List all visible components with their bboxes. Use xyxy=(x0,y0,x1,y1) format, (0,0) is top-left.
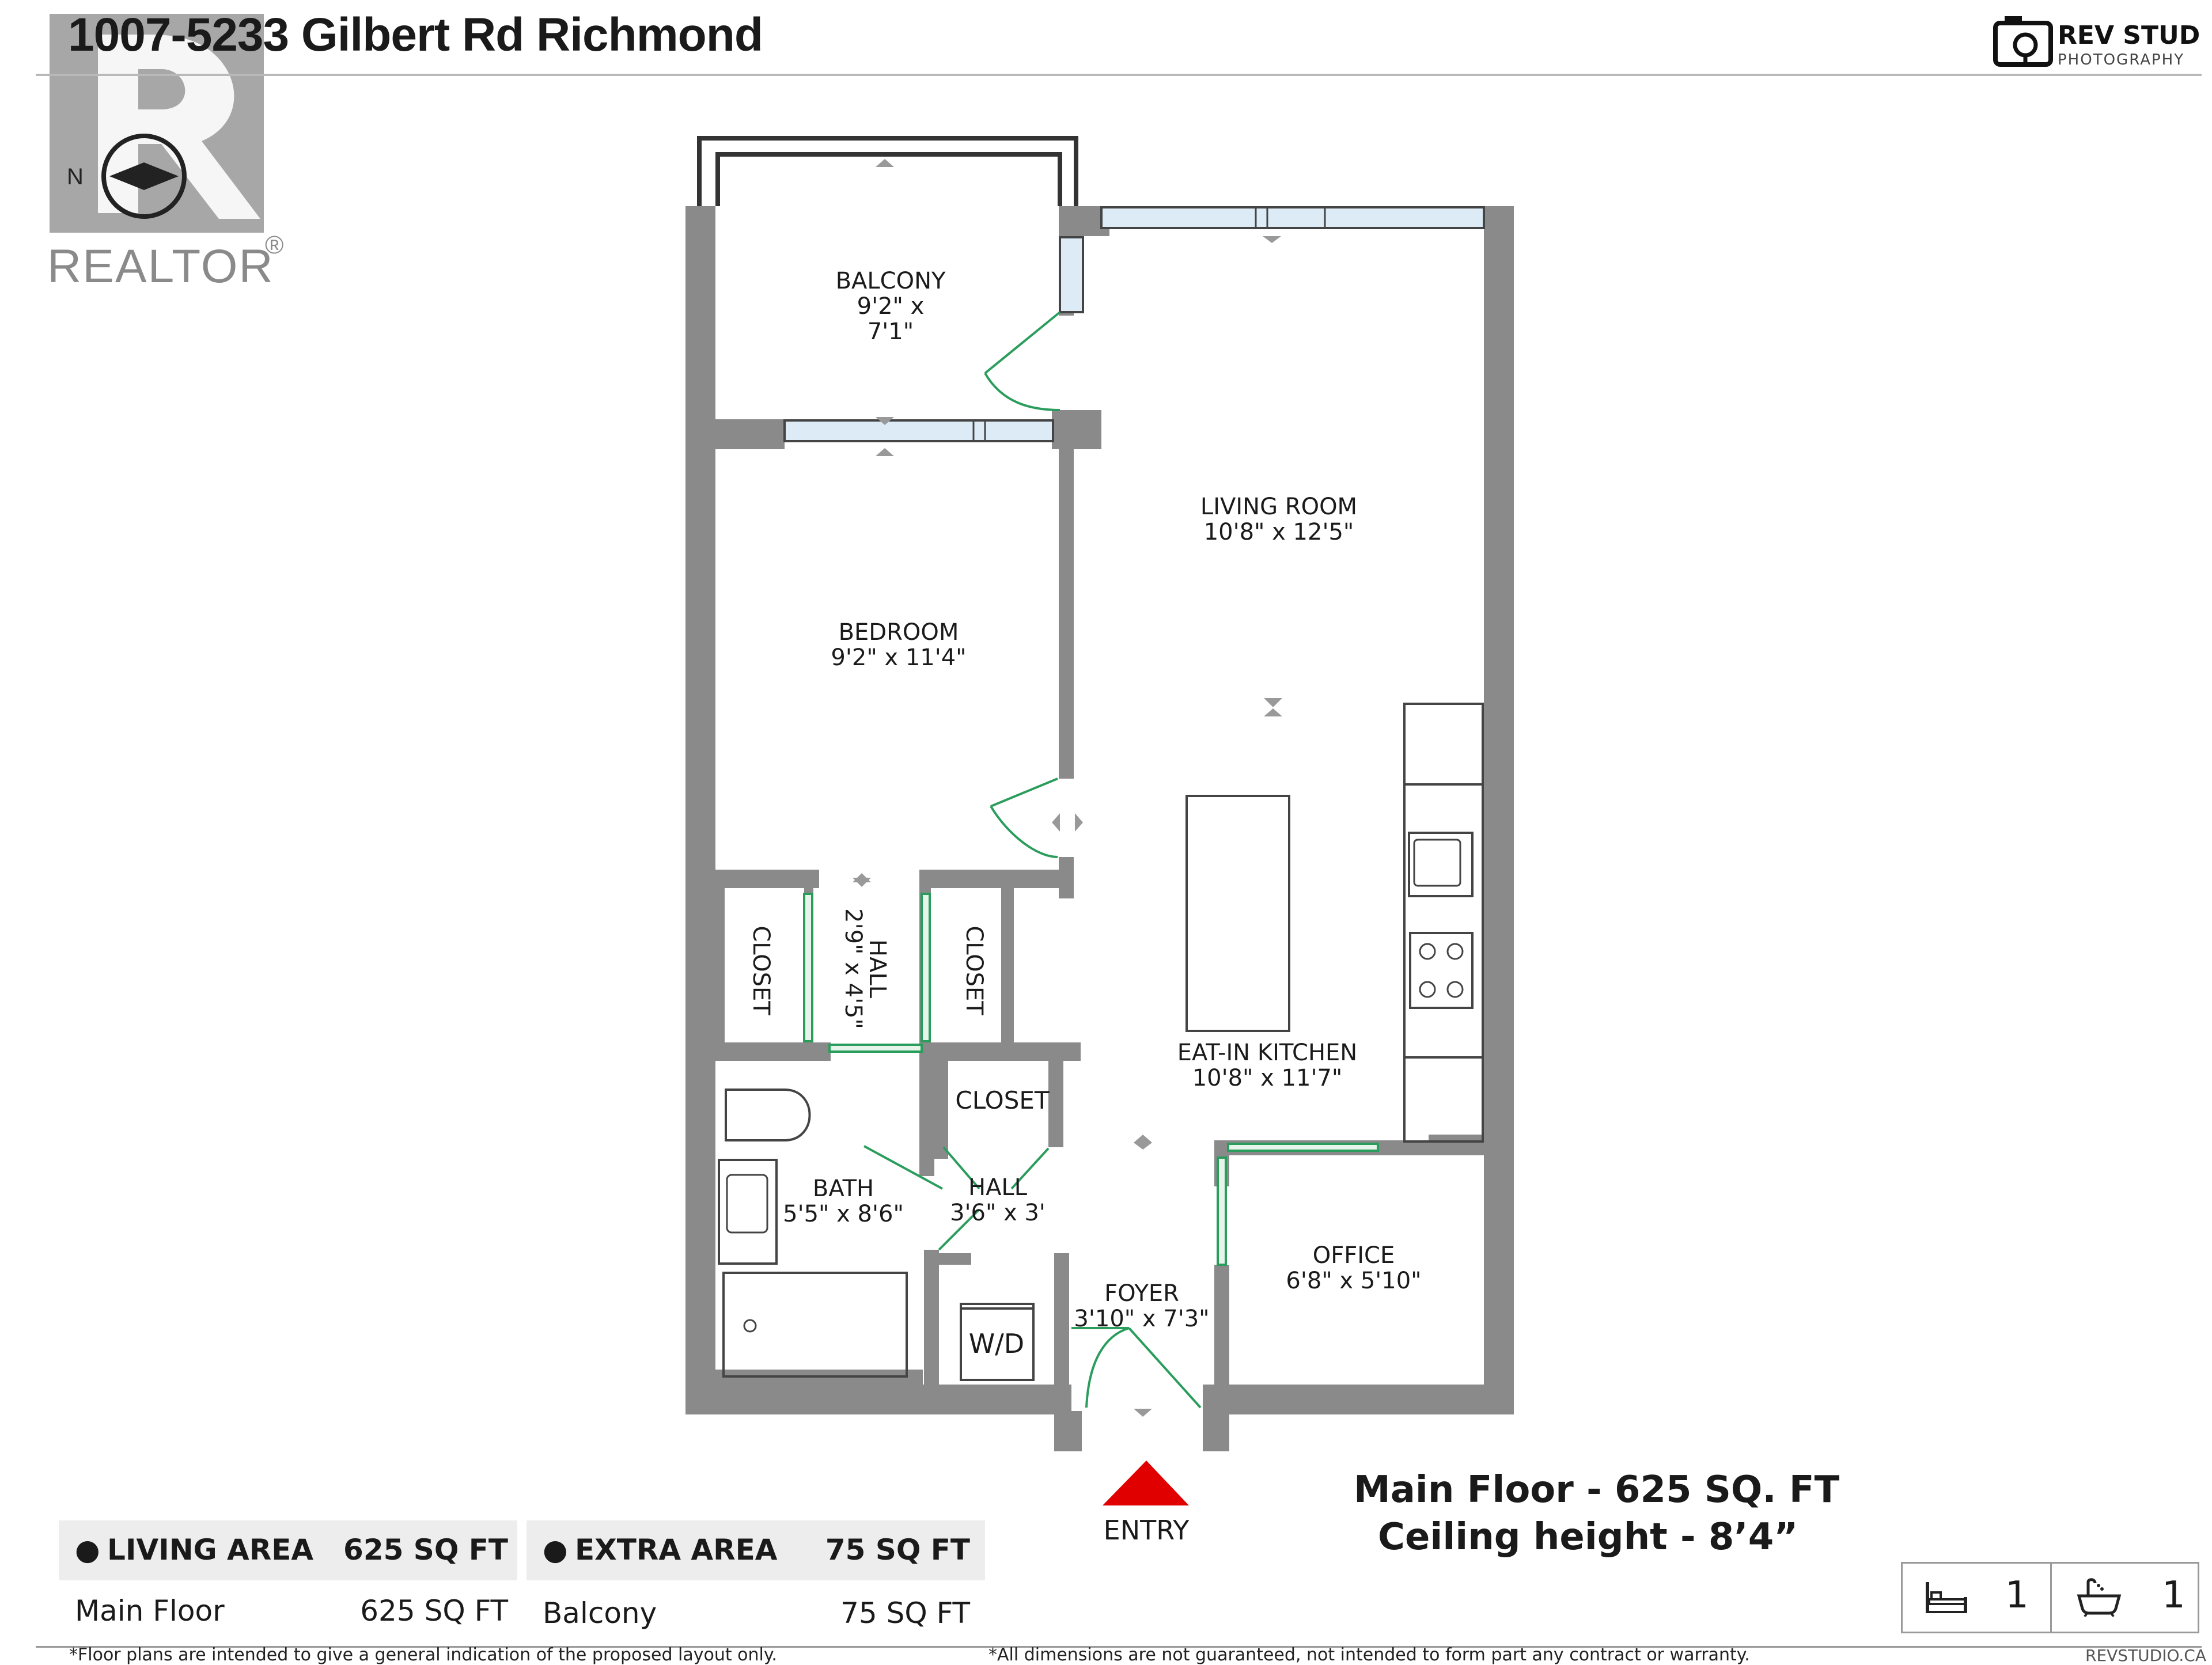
floor-summary: Main Floor - 625 SQ. FT Ceiling height -… xyxy=(1267,1469,2212,1558)
bedroom-count: 1 xyxy=(2005,1574,2029,1617)
table-header-value: 75 SQ FT xyxy=(825,1533,970,1567)
table-header: ● LIVING AREA 625 SQ FT xyxy=(59,1520,517,1580)
room-bedroom: BEDROOM 9'2" x 11'4" xyxy=(812,620,985,670)
registered-mark: ® xyxy=(265,231,283,259)
bathtub-icon xyxy=(2077,1578,2122,1617)
room-name: BEDROOM xyxy=(838,619,959,646)
footer-site: REVSTUDIO.CA xyxy=(2085,1646,2206,1665)
room-hall-small: HALL 3'6" x 3' xyxy=(940,1175,1055,1226)
room-dims: 9'2" x 11'4" xyxy=(831,644,967,671)
table-header: ● EXTRA AREA 75 SQ FT xyxy=(527,1520,985,1580)
table-header-value: 625 SQ FT xyxy=(343,1533,508,1567)
bullet-icon: ● xyxy=(543,1533,568,1567)
footer-note-right: *All dimensions are not guaranteed, not … xyxy=(988,1645,1750,1665)
room-bath: BATH 5'5" x 8'6" xyxy=(780,1176,907,1227)
room-office: OFFICE 6'8" x 5'10" xyxy=(1273,1243,1434,1294)
room-dims: 6'8" x 5'10" xyxy=(1286,1268,1422,1294)
brand-logo: REV STUDIO PHOTOGRAPHY xyxy=(1993,16,2200,69)
ceiling-height: Ceiling height - 8’4” xyxy=(1378,1516,1798,1558)
brand-subtitle: PHOTOGRAPHY xyxy=(2058,51,2184,69)
room-balcony: BALCONY 9'2" x 7'1" xyxy=(833,268,948,344)
room-foyer: FOYER 3'10" x 7'3" xyxy=(1067,1281,1217,1332)
realtor-logo: N REALTOR ® xyxy=(47,14,283,288)
bed-icon xyxy=(1926,1582,1967,1613)
table-row: Main Floor 625 SQ FT xyxy=(59,1580,517,1638)
main-floor-area: Main Floor - 625 SQ. FT xyxy=(1354,1469,1840,1511)
room-name: BALCONY xyxy=(835,268,946,294)
room-name: HALL xyxy=(968,1174,1027,1201)
room-dims: 5'5" x 8'6" xyxy=(783,1201,904,1227)
row-label: Balcony xyxy=(543,1596,657,1630)
row-label: Main Floor xyxy=(75,1594,225,1628)
room-hall-vertical: HALL 2'9" x 4'5" xyxy=(840,900,891,1038)
room-dims: 9'2" x 7'1" xyxy=(857,293,925,345)
bed-bath-legend: 1 1 xyxy=(1901,1562,2199,1633)
entry-arrow xyxy=(1103,1461,1189,1505)
realtor-wordmark: REALTOR xyxy=(47,240,274,288)
legend-divider xyxy=(2050,1564,2052,1632)
room-laundry: W/D xyxy=(968,1328,1025,1359)
room-name: HALL xyxy=(864,939,891,998)
table-row: Balcony 75 SQ FT xyxy=(527,1580,985,1638)
brand-name: REV STUDIO xyxy=(2058,21,2200,50)
room-dims: 3'10" x 7'3" xyxy=(1074,1306,1210,1332)
room-dims: 2'9" x 4'5" xyxy=(840,908,866,1029)
room-closet-left: CLOSET xyxy=(748,926,774,1015)
room-dims: 10'8" x 12'5" xyxy=(1203,519,1354,545)
header-divider xyxy=(36,74,2202,76)
entry-label: ENTRY xyxy=(1103,1515,1190,1546)
room-name: OFFICE xyxy=(1312,1242,1395,1269)
room-name: EAT-IN KITCHEN xyxy=(1177,1040,1358,1066)
room-dims: 3'6" x 3' xyxy=(950,1200,1046,1226)
room-closet-right: CLOSET xyxy=(961,926,987,1015)
page-title: 1007-5233 Gilbert Rd Richmond xyxy=(68,9,763,61)
room-name: BATH xyxy=(812,1175,874,1202)
room-name: LIVING ROOM xyxy=(1200,494,1358,520)
camera-icon xyxy=(1993,16,2053,67)
footer-divider xyxy=(36,1646,2202,1648)
extra-area-table: ● EXTRA AREA 75 SQ FT Balcony 75 SQ FT xyxy=(527,1520,985,1641)
room-closet-center: CLOSET xyxy=(955,1086,1050,1114)
room-name: FOYER xyxy=(1104,1280,1179,1307)
row-value: 625 SQ FT xyxy=(360,1594,508,1628)
footer-note-left: *Floor plans are intended to give a gene… xyxy=(69,1645,777,1665)
row-value: 75 SQ FT xyxy=(840,1596,970,1630)
room-dims: 10'8" x 11'7" xyxy=(1192,1065,1343,1091)
room-living: LIVING ROOM 10'8" x 12'5" xyxy=(1164,494,1394,545)
room-kitchen: EAT-IN KITCHEN 10'8" x 11'7" xyxy=(1146,1040,1388,1091)
table-header-label: EXTRA AREA xyxy=(575,1533,778,1567)
living-area-table: ● LIVING AREA 625 SQ FT Main Floor 625 S… xyxy=(59,1520,517,1641)
bullet-icon: ● xyxy=(75,1533,100,1567)
bathroom-count: 1 xyxy=(2162,1574,2186,1617)
compass-letter: N xyxy=(67,164,84,189)
table-header-label: LIVING AREA xyxy=(107,1533,314,1567)
